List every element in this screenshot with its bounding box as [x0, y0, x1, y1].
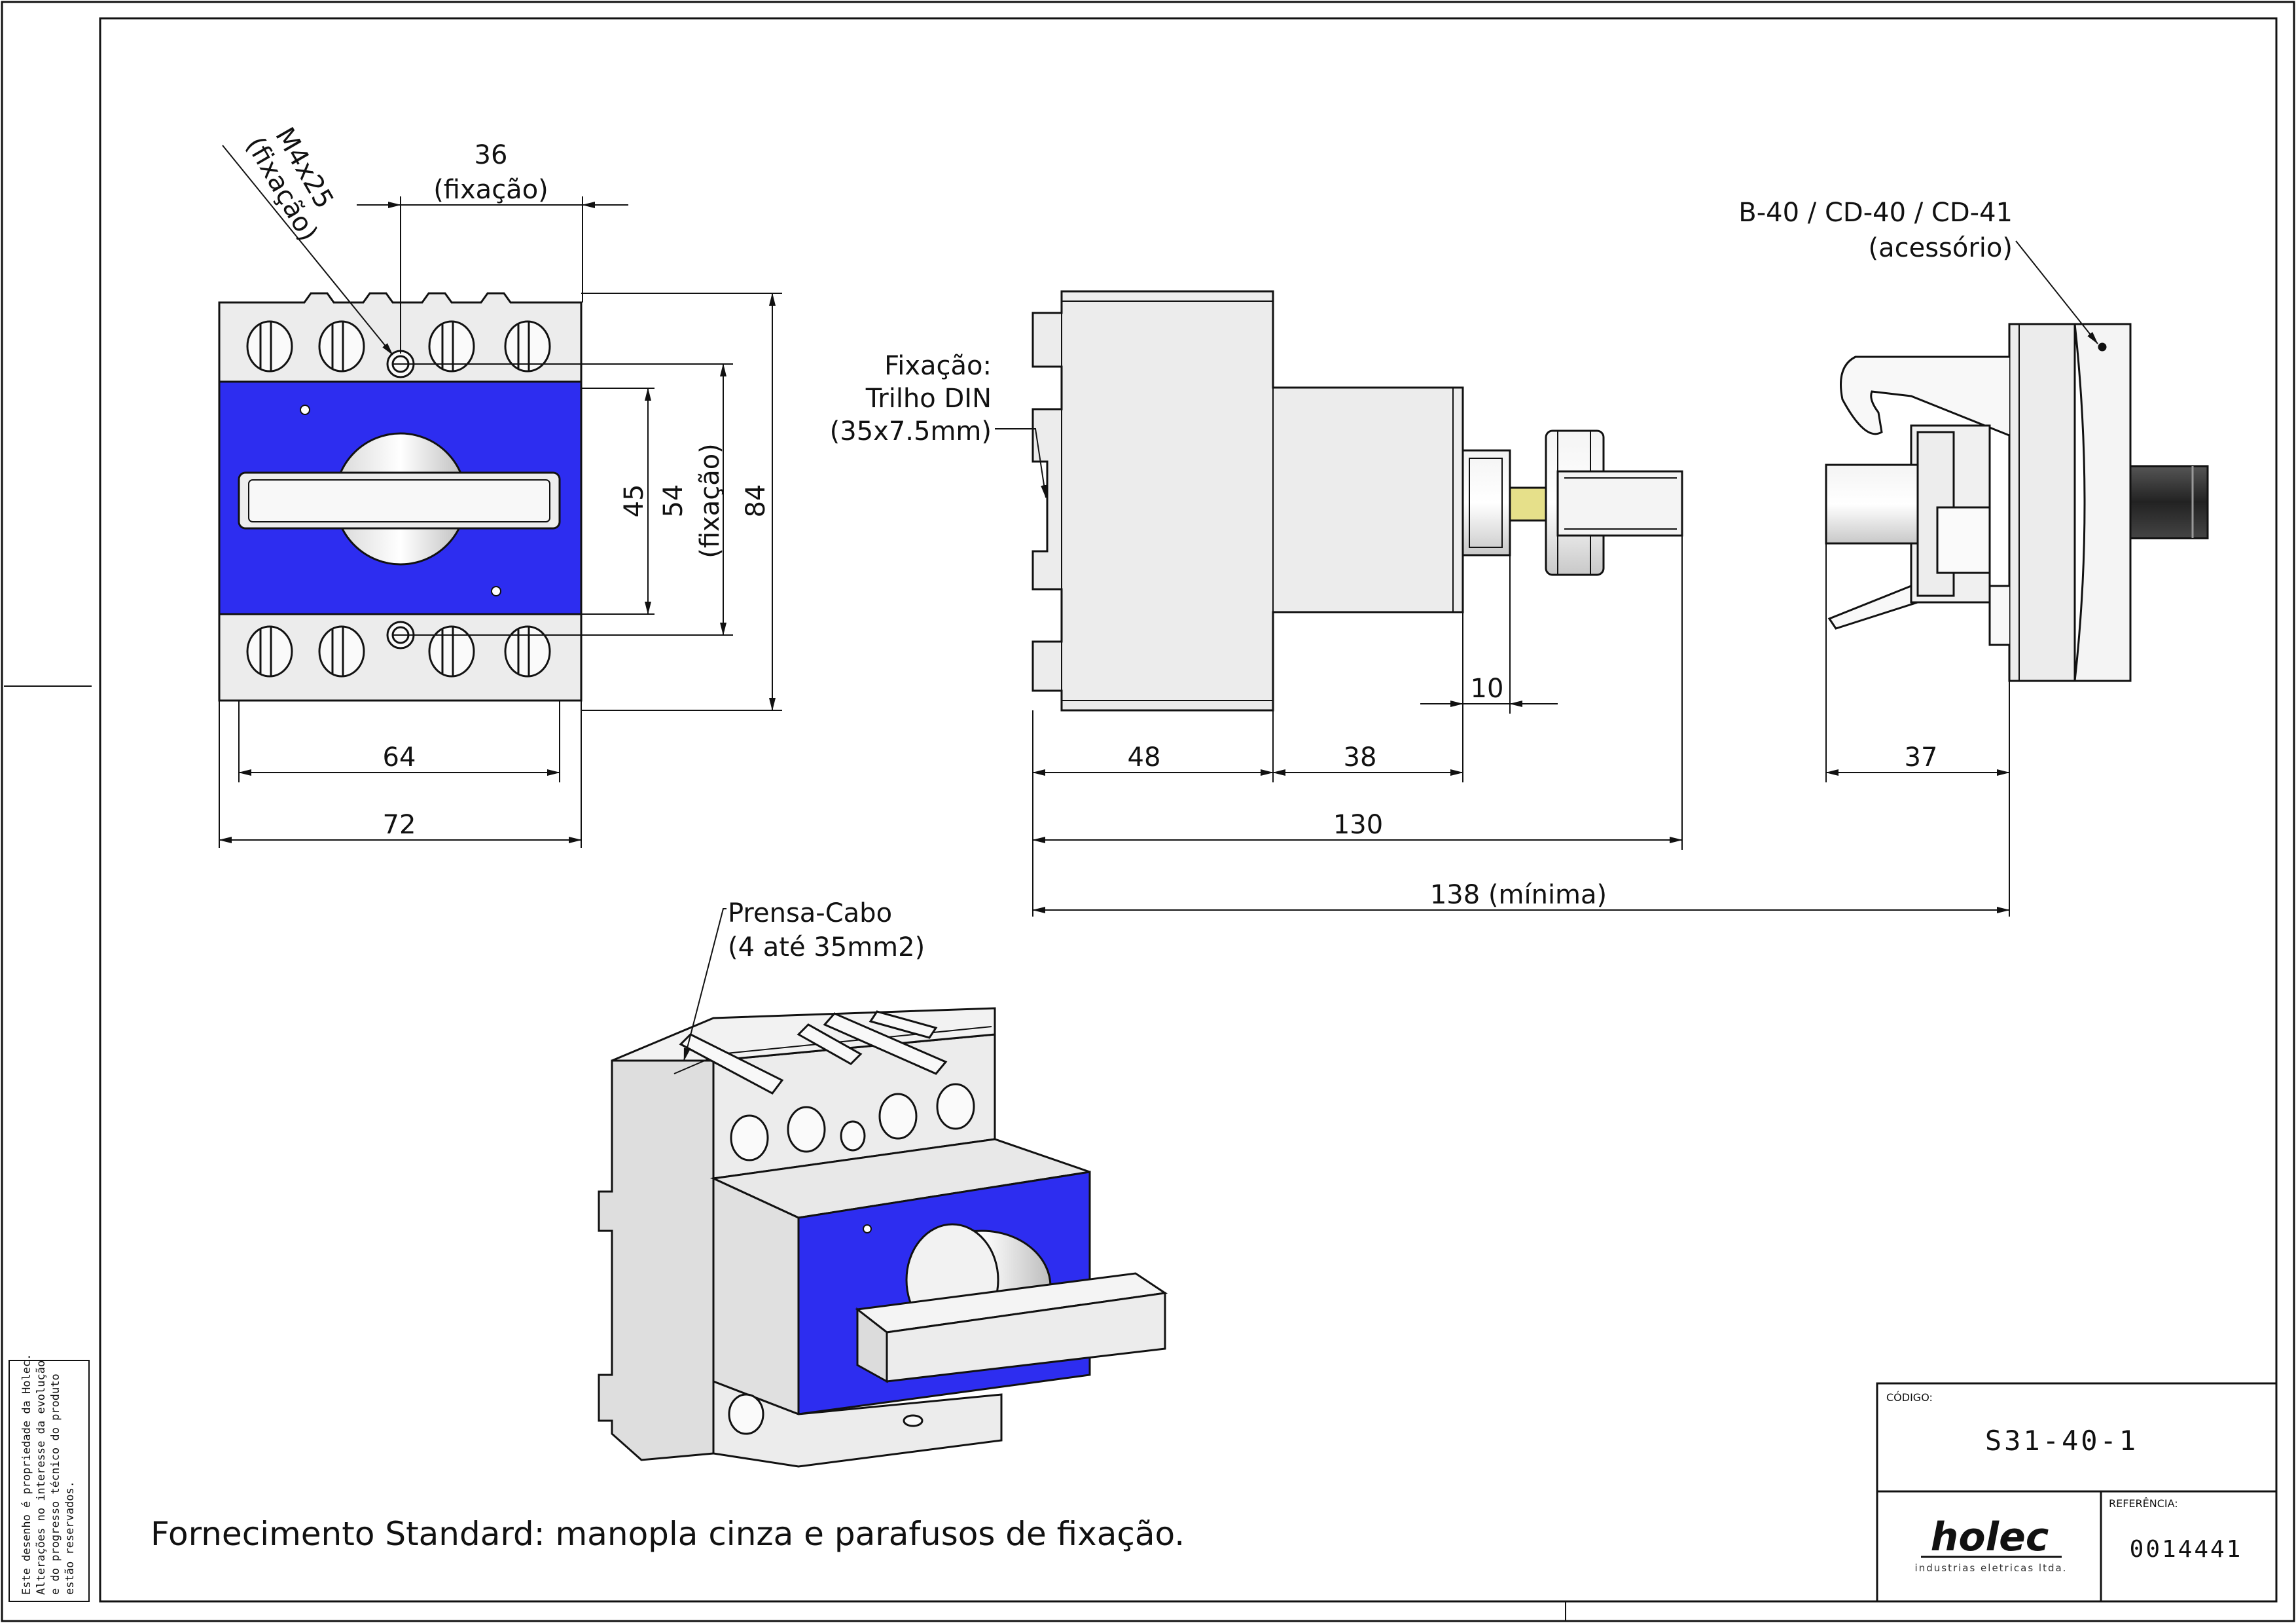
iso-left-side — [598, 1059, 715, 1461]
accessory-dimensions — [1825, 240, 2098, 917]
side-notice-line-1: Este desenho é propriedade da Holec. — [20, 1354, 33, 1595]
holec-logo: holec industrias eletricas ltda. — [1915, 1514, 2068, 1574]
dim-54-note: (fixação) — [695, 443, 725, 558]
iso-label-2: (4 até 35mm2) — [728, 932, 925, 962]
inner-border — [99, 17, 2278, 1603]
dim-54: 54 — [658, 484, 689, 518]
dim-37: 37 — [1905, 742, 1938, 773]
dim-45: 45 — [619, 484, 649, 518]
iso-view — [598, 1007, 1168, 1468]
accessory-label-2: (acessório) — [1868, 233, 2013, 263]
accessory-view — [1825, 323, 2209, 682]
side-view — [1031, 290, 1683, 712]
front-view — [218, 292, 583, 702]
dim-84: 84 — [741, 484, 771, 518]
ref-label: REFERÊNCIA: — [2109, 1497, 2178, 1510]
accessory-label-1: B-40 / CD-40 / CD-41 — [1738, 198, 2013, 228]
iso-label-1: Prensa-Cabo — [728, 898, 892, 928]
din-label-3: (35x7.5mm) — [830, 416, 992, 447]
dim-36-note: (fixação) — [433, 175, 548, 205]
dim-38: 38 — [1344, 742, 1377, 773]
side-notice-line-2: Alterações no interesse da evolução — [35, 1360, 48, 1595]
accessory-top-clip — [1840, 356, 2010, 437]
side-view-dimensions — [995, 428, 2010, 917]
logo-text: holec — [1931, 1514, 2049, 1560]
din-label-2: Trilho DIN — [865, 384, 992, 414]
dim-48: 48 — [1128, 742, 1161, 773]
dim-10: 10 — [1471, 674, 1504, 704]
side-notice-line-3: e do progresso técnico do produto — [49, 1374, 62, 1595]
side-notice: Este desenho é propriedade da Holec. Alt… — [9, 1354, 90, 1602]
dim-64: 64 — [383, 742, 416, 773]
din-label-1: Fixação: — [884, 351, 992, 381]
ref-value: 0014441 — [2130, 1536, 2243, 1563]
dim-138: 138 (mínima) — [1430, 880, 1607, 910]
supply-note: Fornecimento Standard: manopla cinza e p… — [151, 1515, 1185, 1553]
iso-leader — [683, 908, 726, 1061]
code-value: S31-40-1 — [1985, 1425, 2138, 1457]
side-notice-line-4: estão reservados. — [63, 1481, 77, 1595]
dim-36: 36 — [475, 140, 508, 170]
side-brass-shaft — [1509, 486, 1547, 522]
dim-72: 72 — [383, 810, 416, 840]
accessory-inner-shaft — [1825, 464, 1932, 545]
dim-130: 130 — [1333, 810, 1383, 840]
logo-subtitle: industrias eletricas ltda. — [1915, 1562, 2068, 1574]
front-view-dimensions — [219, 145, 782, 848]
accessory-dark-shaft — [2129, 465, 2209, 539]
side-handle — [1556, 470, 1683, 537]
side-body — [1031, 290, 1464, 712]
code-label: CÓDIGO: — [1886, 1391, 1933, 1404]
title-block — [1876, 1382, 2278, 1603]
